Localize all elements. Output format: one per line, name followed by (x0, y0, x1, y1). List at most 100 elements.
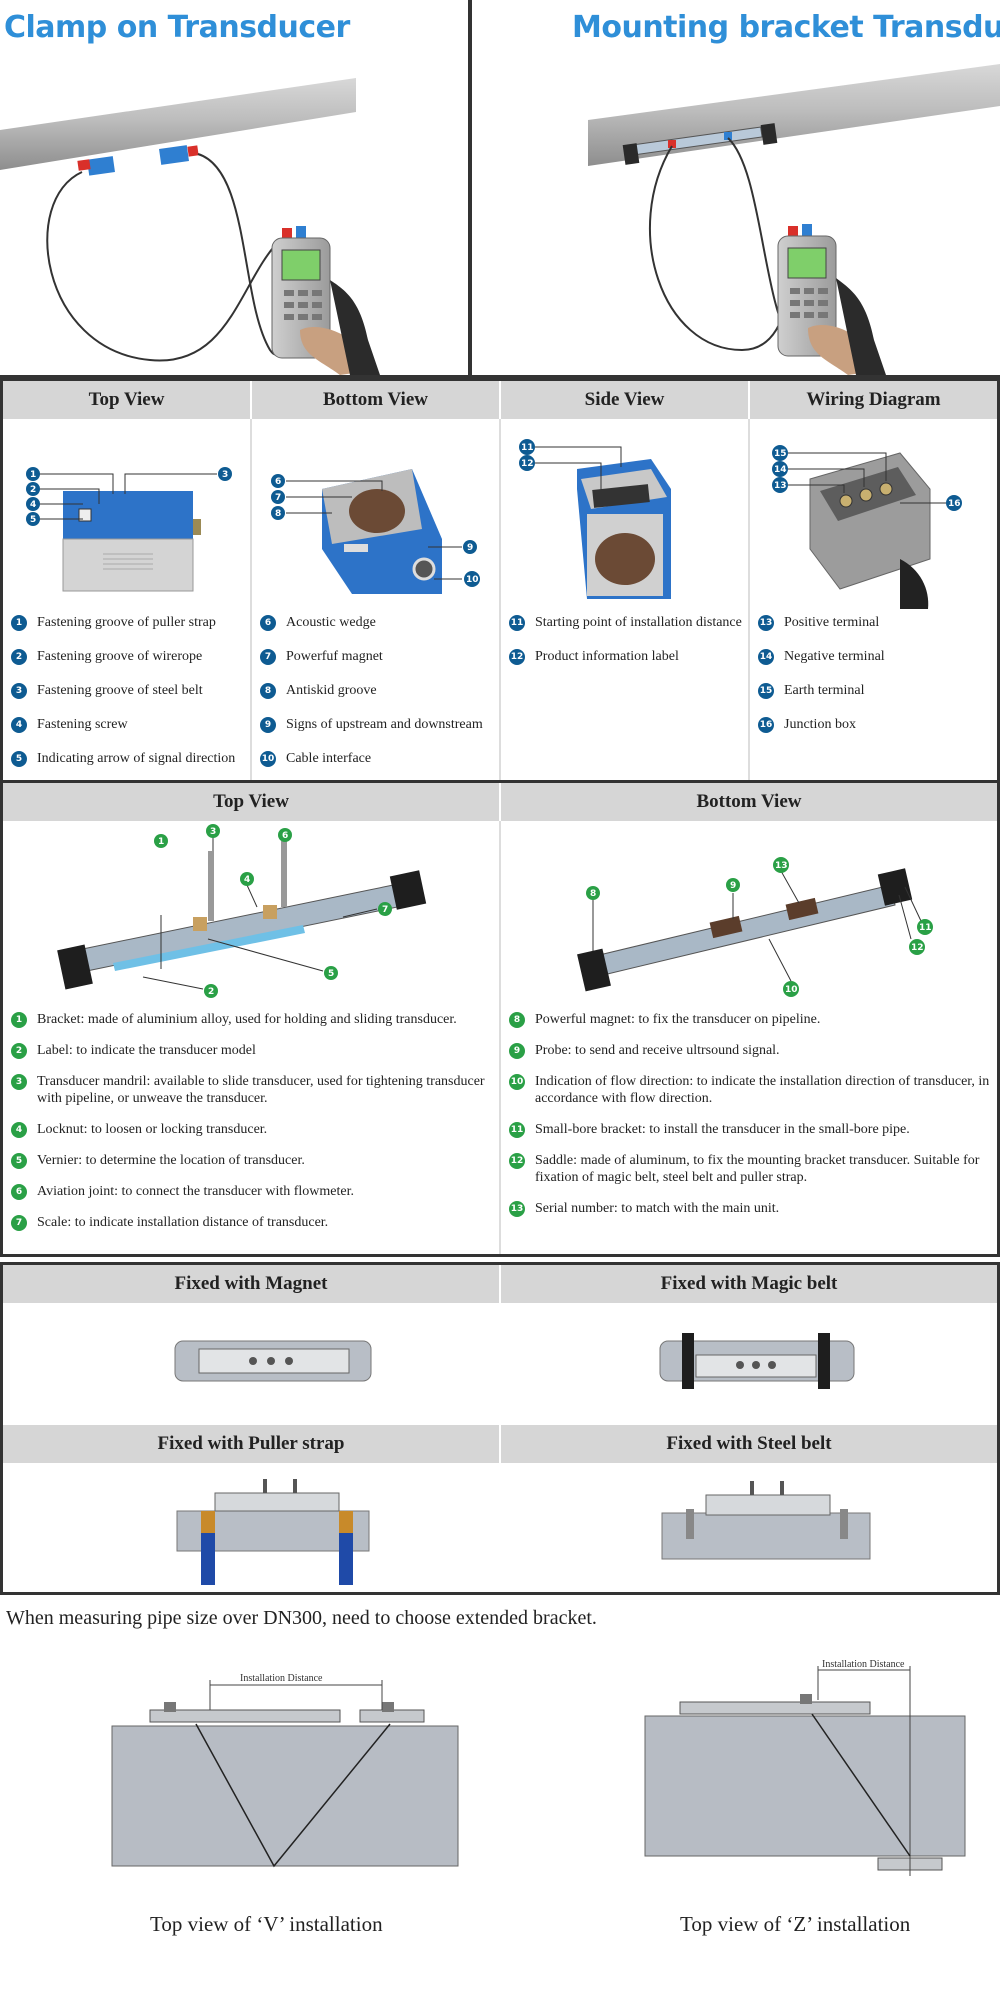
number-badge: 15 (758, 683, 774, 699)
fixed-magic-belt-image (500, 1303, 997, 1425)
svg-text:4: 4 (30, 500, 36, 510)
number-badge: 8 (509, 1012, 525, 1028)
svg-text:11: 11 (919, 923, 932, 933)
fixed-magnet-image (3, 1303, 500, 1425)
legend-label: Acoustic wedge (286, 615, 376, 630)
number-badge: 16 (758, 717, 774, 733)
bracket-header-top: Top View (3, 783, 501, 821)
legend-label: Small-bore bracket: to install the trans… (535, 1122, 910, 1137)
number-badge: 1 (11, 1012, 27, 1028)
number-badge: 3 (11, 683, 27, 699)
hero-section: Clamp on Transducer (0, 0, 1000, 378)
svg-text:16: 16 (948, 499, 961, 509)
mounting-bracket-illustration (588, 64, 1000, 375)
mounting-bracket-panel: Mounting bracket Transducer (472, 0, 1000, 375)
number-badge: 9 (260, 717, 276, 733)
clamp-on-panel: Clamp on Transducer (0, 0, 468, 375)
number-badge: 10 (509, 1074, 525, 1090)
bracket-body-row: 1 3 4 6 7 5 2 1 Bracket: made of aluminiu… (3, 821, 997, 1254)
number-badge: 12 (509, 649, 525, 665)
svg-text:9: 9 (467, 543, 473, 553)
svg-text:3: 3 (222, 470, 228, 480)
number-badge: 12 (509, 1153, 525, 1169)
svg-text:3: 3 (210, 827, 216, 837)
fixed-magic-belt-title: Fixed with Magic belt (660, 1273, 838, 1294)
legend-item: 8 Powerful magnet: to fix the transducer … (509, 1011, 991, 1028)
legend-label: Indicating arrow of signal direction (37, 751, 236, 766)
v-installation-distance-label: Installation Distance (240, 1673, 323, 1684)
z-installation-caption: Top view of ‘Z’ installation (680, 1912, 911, 1936)
legend-label: Scale: to indicate installation distance… (37, 1215, 329, 1230)
svg-text:5: 5 (328, 969, 334, 979)
legend-item: 15 Earth terminal (758, 682, 991, 699)
number-badge: 9 (509, 1043, 525, 1059)
v-installation-diagram: Installation Distance Installation Dista… (111, 1659, 966, 1876)
fixing-header-row-2: Fixed with Puller strap Fixed with Steel… (3, 1425, 997, 1463)
bottom-view-image: 6 7 8 9 10 (252, 419, 499, 614)
fixing-images-row-2 (3, 1463, 997, 1585)
legend-item: 11 Small-bore bracket: to install the tra… (509, 1121, 991, 1138)
svg-text:7: 7 (275, 493, 281, 503)
views-header-side: Side View (501, 381, 750, 419)
legend-label: Negative terminal (784, 649, 885, 664)
number-badge: 6 (11, 1184, 27, 1200)
fixed-puller-strap-image (3, 1463, 500, 1585)
number-badge: 14 (758, 649, 774, 665)
svg-text:12: 12 (911, 943, 924, 953)
number-badge: 4 (11, 717, 27, 733)
number-badge: 1 (11, 615, 27, 631)
bracket-top-image: 1 3 4 6 7 5 2 (3, 821, 499, 1011)
clamp-on-illustration (0, 78, 380, 375)
legend-label: Earth terminal (784, 683, 865, 698)
views-header-top: Top View (3, 381, 252, 419)
legend-item: 12 Saddle: made of aluminum, to fix the m… (509, 1152, 991, 1186)
v-installation-caption: Top view of ‘V’ installation (150, 1912, 383, 1936)
number-badge: 11 (509, 1122, 525, 1138)
number-badge: 5 (11, 1153, 27, 1169)
svg-text:13: 13 (775, 861, 788, 871)
fixed-magnet-title: Fixed with Magnet (3, 1265, 501, 1303)
svg-text:6: 6 (282, 831, 288, 841)
svg-text:6: 6 (275, 477, 281, 487)
legend-label: Powerful magnet: to fix the transducer o… (535, 1012, 821, 1027)
bracket-views-table: Top View Bottom View (0, 780, 1000, 1257)
views-header-row: Top View Bottom View Side View Wiring Di… (3, 381, 997, 419)
legend-label: Fastening groove of steel belt (37, 683, 203, 698)
bracket-bottom-image: 8 9 13 10 11 12 (501, 821, 997, 1011)
fixing-header-row-1: Fixed with Magnet Fixed with Magic belt (3, 1265, 997, 1303)
svg-text:10: 10 (466, 575, 479, 585)
hero-divider (468, 0, 472, 375)
top-view-image: 1 2 4 5 3 (3, 419, 250, 614)
svg-text:4: 4 (244, 875, 250, 885)
svg-text:15: 15 (774, 449, 787, 459)
svg-text:11: 11 (521, 443, 534, 453)
legend-label: Powerfuf magnet (286, 649, 383, 664)
fixed-puller-strap-title: Fixed with Puller strap (3, 1425, 501, 1463)
fixed-steel-belt-title: Fixed with Steel belt (666, 1433, 832, 1454)
legend-label: Bracket: made of aluminium alloy, used f… (37, 1012, 457, 1027)
number-badge: 6 (260, 615, 276, 631)
number-badge: 7 (260, 649, 276, 665)
svg-text:5: 5 (30, 515, 36, 525)
number-badge: 4 (11, 1122, 27, 1138)
legend-label: Saddle: made of aluminum, to fix the mou… (535, 1153, 980, 1185)
number-badge: 7 (11, 1215, 27, 1231)
legend-item: 3 Fastening groove of steel belt (11, 682, 244, 699)
wiring-diagram-image: 15 14 13 16 (750, 419, 997, 614)
